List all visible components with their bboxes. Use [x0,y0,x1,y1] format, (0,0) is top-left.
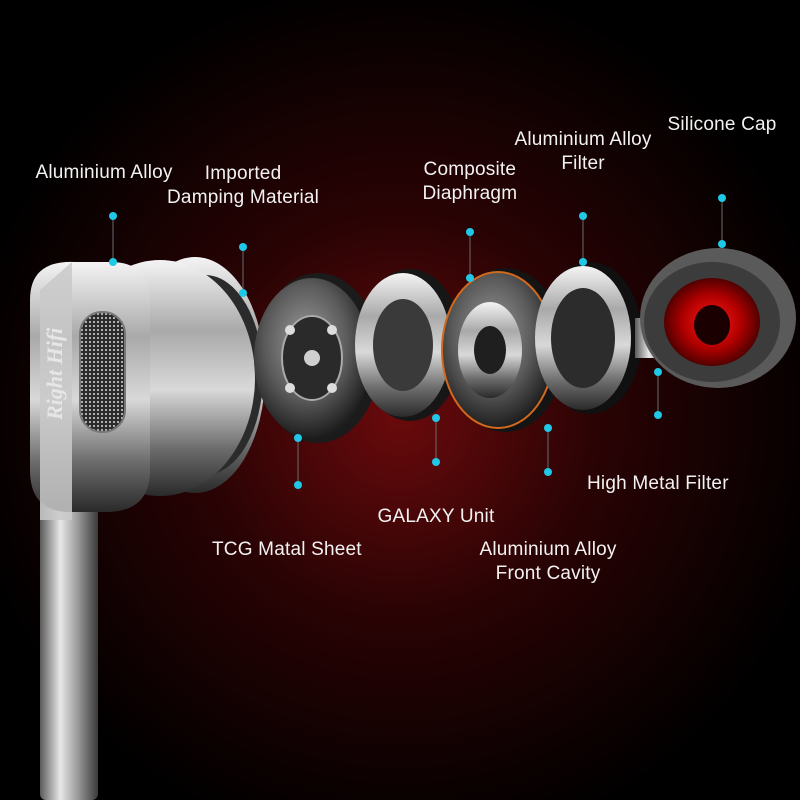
callout-dots [109,194,726,489]
earphone-housing: Right Hifi [30,257,265,520]
aluminium-alloy-filter-label-line: Filter [561,153,605,174]
aluminium-alloy-front-cavity-dot [544,424,552,432]
aluminium-alloy-filter-dot [579,258,587,266]
aluminium-alloy-filter-label-line: Aluminium Alloy [514,129,652,150]
galaxy-unit-label: GALAXY Unit [378,505,495,529]
imported-damping-material-dot [239,243,247,251]
brand-engraving: Right Hifi [42,327,67,421]
composite-diaphragm-dot [466,274,474,282]
filter-ring-part [535,262,675,414]
aluminium-alloy-dot [109,212,117,220]
aluminium-alloy-front-cavity-label-line: Aluminium Alloy [479,539,617,560]
tcg-matal-sheet-label-line: TCG Matal Sheet [212,539,362,560]
tcg-matal-sheet-dot [294,434,302,442]
composite-diaphragm-dot [466,228,474,236]
imported-damping-material-label-line: Imported [204,163,282,184]
high-metal-filter-label: High Metal Filter [587,472,729,496]
aluminium-alloy-front-cavity-label-line: Front Cavity [495,563,601,584]
composite-diaphragm-label-line: Diaphragm [422,183,518,204]
high-metal-filter-label-line: High Metal Filter [587,473,729,494]
imported-damping-material-label-line: Damping Material [167,187,320,208]
aluminium-alloy-label: Aluminium Alloy [36,161,173,185]
galaxy-unit-part [355,269,462,421]
aluminium-alloy-label-line: Aluminium Alloy [35,162,173,183]
composite-diaphragm-label-line: Composite [423,159,517,180]
aluminium-alloy-dot [109,258,117,266]
silicone-cap-label: Silicone Cap [668,113,777,137]
front-cavity-part [441,268,565,432]
high-metal-filter-dot [654,368,662,376]
galaxy-unit-label-line: GALAXY Unit [377,506,495,527]
imported-damping-material-dot [239,289,247,297]
silicone-cap-part [640,248,796,388]
tcg-matal-sheet-label: TCG Matal Sheet [212,538,362,562]
tcg-matal-sheet-dot [294,481,302,489]
callout-leaders [112,198,723,485]
silicone-cap-label-line: Silicone Cap [667,114,777,135]
aluminium-alloy-front-cavity-dot [544,468,552,476]
silicone-cap-dot [718,240,726,248]
aluminium-alloy-filter-dot [579,212,587,220]
tcg-sheet-part [254,273,380,443]
high-metal-filter-dot [654,411,662,419]
silicone-cap-dot [718,194,726,202]
galaxy-unit-dot [432,458,440,466]
galaxy-unit-dot [432,414,440,422]
cable-stem [40,470,98,800]
